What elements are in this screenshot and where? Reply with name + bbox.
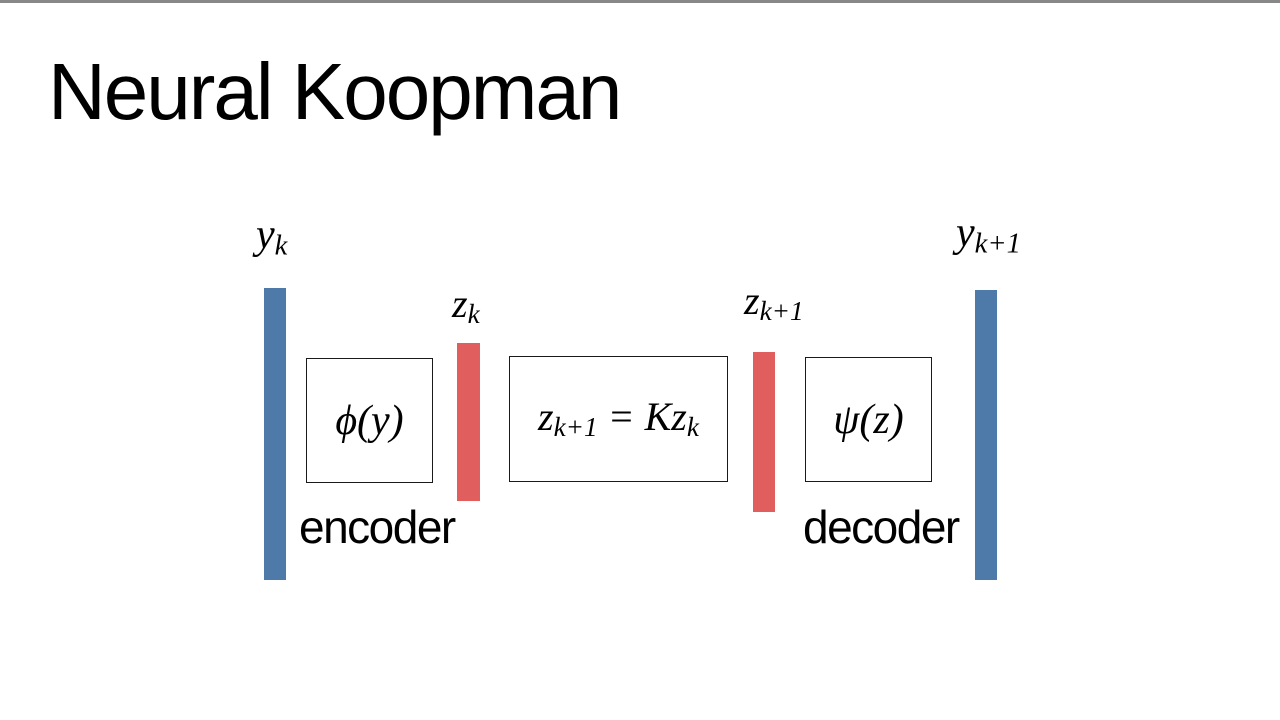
label-yk1: yk+1	[956, 212, 1021, 259]
label-yk-base: y	[256, 212, 275, 258]
label-yk-sub: k	[274, 230, 288, 262]
koopman-rhs-sub: k	[686, 411, 699, 442]
top-edge-strip	[0, 0, 1280, 3]
slide-title: Neural Koopman	[48, 47, 622, 136]
label-zk1: zk+1	[744, 281, 804, 325]
label-zk-sub: k	[467, 298, 480, 329]
koopman-equation: zk+1 =Kzk	[538, 393, 699, 442]
equals-sign: =	[607, 393, 635, 439]
label-zk-base: z	[452, 281, 468, 326]
koopman-box: zk+1 =Kzk	[509, 356, 728, 482]
state-bar-yk1	[975, 290, 997, 580]
koopman-rhs: Kz	[644, 393, 687, 439]
decoder-box: ψ(z)	[805, 357, 932, 482]
decoder-function: ψ(z)	[833, 396, 904, 443]
label-yk: yk	[256, 214, 287, 261]
label-yk1-base: y	[956, 210, 975, 256]
koopman-lhs: z	[538, 393, 554, 439]
latent-bar-zk1	[753, 352, 775, 512]
label-yk1-sub: k+1	[974, 228, 1021, 260]
encoder-function: ϕ(y)	[335, 397, 404, 444]
state-bar-yk	[264, 288, 286, 580]
label-zk: zk	[452, 284, 480, 328]
decoder-caption: decoder	[803, 501, 960, 553]
label-zk1-base: z	[744, 278, 760, 323]
encoder-box: ϕ(y)	[306, 358, 433, 483]
label-zk1-sub: k+1	[759, 295, 804, 326]
latent-bar-zk	[457, 343, 480, 501]
encoder-caption: encoder	[299, 501, 456, 553]
koopman-lhs-sub: k+1	[553, 411, 598, 442]
